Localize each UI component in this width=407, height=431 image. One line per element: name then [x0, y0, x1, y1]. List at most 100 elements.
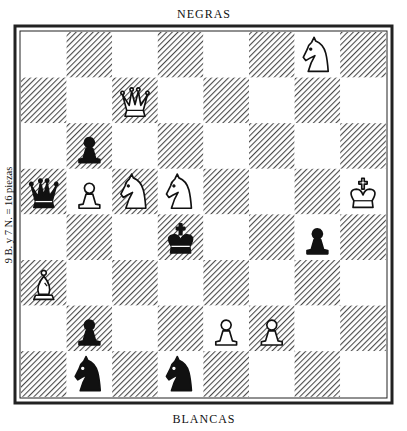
piece-detail: [35, 201, 52, 202]
board-square: [158, 306, 204, 352]
white-pawn: [261, 320, 282, 345]
board-square: [295, 306, 341, 352]
black-king: [169, 224, 193, 253]
board-square: [158, 351, 204, 397]
board-square: [295, 260, 341, 306]
black-knight: [75, 357, 100, 391]
board-square: [67, 351, 113, 397]
black-pawn: [307, 229, 328, 254]
board-square: [295, 32, 341, 78]
board-square: [112, 306, 158, 352]
board-square: [295, 123, 341, 169]
board-frame: [15, 26, 392, 403]
board-square: [203, 260, 249, 306]
board-square: [203, 123, 249, 169]
board-square: [67, 32, 113, 78]
piece-body: [79, 320, 100, 345]
piece-body: [79, 183, 100, 208]
piece-body: [30, 179, 58, 207]
board-square: [249, 306, 295, 352]
piece-detail: [173, 185, 175, 187]
board-square: [340, 214, 386, 260]
board-square: [67, 169, 113, 215]
side-label: BLANCAS: [172, 412, 235, 427]
piece-body: [166, 357, 191, 391]
piece-detail: [173, 367, 175, 369]
board-square: [67, 214, 113, 260]
piece-body: [169, 224, 193, 253]
board-square: [295, 214, 341, 260]
side-label: NEGRAS: [177, 7, 231, 22]
board-square: [340, 306, 386, 352]
board-square: [112, 123, 158, 169]
board-square: [203, 169, 249, 215]
board-square: [21, 306, 67, 352]
board-square: [67, 78, 113, 124]
piece-body: [216, 320, 237, 345]
board-inner-frame: [20, 31, 387, 398]
board-square: [158, 123, 204, 169]
piece-body: [261, 320, 282, 345]
board-square: [21, 78, 67, 124]
board-square: [158, 32, 204, 78]
board-square: [249, 123, 295, 169]
board-square: [67, 123, 113, 169]
black-pawn: [79, 138, 100, 163]
white-knight: [121, 174, 146, 208]
board-square: [21, 123, 67, 169]
board-square: [112, 78, 158, 124]
white-knight: [166, 174, 191, 208]
black-pawn: [79, 320, 100, 345]
board-square: [158, 169, 204, 215]
board-square: [295, 351, 341, 397]
board-square: [203, 306, 249, 352]
piece-body: [121, 174, 146, 208]
board-square: [21, 169, 67, 215]
board-square: [67, 260, 113, 306]
board-square: [112, 32, 158, 78]
board-square: [340, 78, 386, 124]
board-square: [295, 78, 341, 124]
board-square: [158, 214, 204, 260]
piece-body: [79, 138, 100, 163]
board-square: [21, 32, 67, 78]
white-king: [351, 178, 375, 207]
board-square: [21, 260, 67, 306]
board-square: [203, 214, 249, 260]
piece-body: [166, 174, 191, 208]
board-square: [249, 214, 295, 260]
piece-detail: [354, 200, 372, 201]
piece-detail: [127, 110, 144, 111]
piece-detail: [310, 48, 312, 50]
board-square: [340, 123, 386, 169]
piece-body: [307, 229, 328, 254]
board-square: [203, 32, 249, 78]
board-square: [112, 214, 158, 260]
board-square: [21, 214, 67, 260]
board-square: [203, 351, 249, 397]
piece-detail: [45, 283, 47, 286]
piece-body: [303, 37, 328, 71]
piece-count: 9 B. y 7 N. = 16 piezas: [3, 167, 14, 264]
board-square: [249, 78, 295, 124]
piece-detail: [82, 367, 84, 369]
piece-body: [121, 88, 149, 116]
white-knight: [303, 37, 328, 71]
white-queen: [121, 88, 149, 116]
board-square: [67, 306, 113, 352]
piece-body: [75, 357, 100, 391]
board-square: [249, 260, 295, 306]
board-square: [340, 260, 386, 306]
white-pawn: [216, 320, 237, 345]
board-square: [112, 260, 158, 306]
black-knight: [166, 357, 191, 391]
board-square: [112, 351, 158, 397]
piece-detail: [171, 246, 189, 247]
board-square: [21, 351, 67, 397]
board-square: [340, 32, 386, 78]
board-square: [249, 351, 295, 397]
board-square: [340, 169, 386, 215]
board-square: [249, 169, 295, 215]
